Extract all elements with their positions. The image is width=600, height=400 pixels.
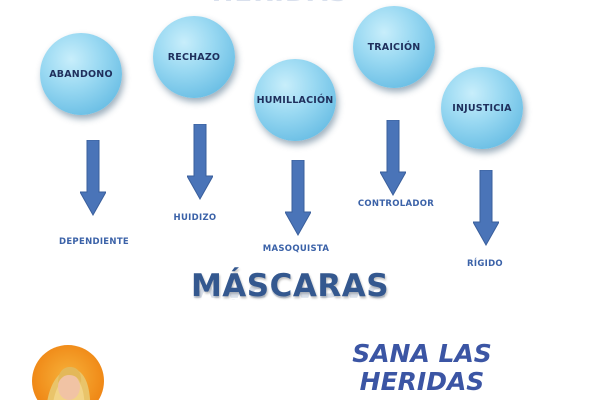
masks-title-reflection: MÁSCARAS bbox=[190, 286, 390, 300]
wound-node-abandono: ABANDONO bbox=[40, 33, 122, 115]
wound-label: ABANDONO bbox=[49, 68, 113, 80]
mask-label-controlador: CONTROLADOR bbox=[357, 199, 435, 209]
brand-title: SANA LAS HERIDAS bbox=[322, 340, 522, 396]
wound-node-injusticia: INJUSTICIA bbox=[441, 67, 523, 149]
wound-node-traicion: TRAICIÓN bbox=[353, 6, 435, 88]
brand-line-1: SANA LAS bbox=[352, 339, 492, 368]
arrow-down-icon bbox=[473, 170, 499, 246]
avatar bbox=[32, 345, 104, 400]
wound-label: INJUSTICIA bbox=[452, 102, 512, 114]
masks-title: MÁSCARAS bbox=[190, 268, 390, 304]
mask-label-masoquista: MASOQUISTA bbox=[262, 244, 330, 254]
wound-label: TRAICIÓN bbox=[367, 41, 421, 53]
wound-node-humillacion: HUMILLACIÓN bbox=[254, 59, 336, 141]
brand-line-2: HERIDAS bbox=[359, 367, 485, 396]
mask-label-huidizo: HUIDIZO bbox=[173, 213, 217, 223]
wound-label: RECHAZO bbox=[167, 51, 221, 63]
arrow-down-icon bbox=[80, 140, 106, 216]
top-title: HERIDAS bbox=[205, 0, 355, 8]
arrow-down-icon bbox=[380, 120, 406, 196]
arrow-down-icon bbox=[187, 124, 213, 200]
wound-node-rechazo: RECHAZO bbox=[153, 16, 235, 98]
mask-label-dependiente: DEPENDIENTE bbox=[58, 237, 130, 247]
mask-label-rigido: RÍGIDO bbox=[467, 259, 503, 269]
arrow-down-icon bbox=[285, 160, 311, 236]
wound-label: HUMILLACIÓN bbox=[256, 94, 334, 106]
